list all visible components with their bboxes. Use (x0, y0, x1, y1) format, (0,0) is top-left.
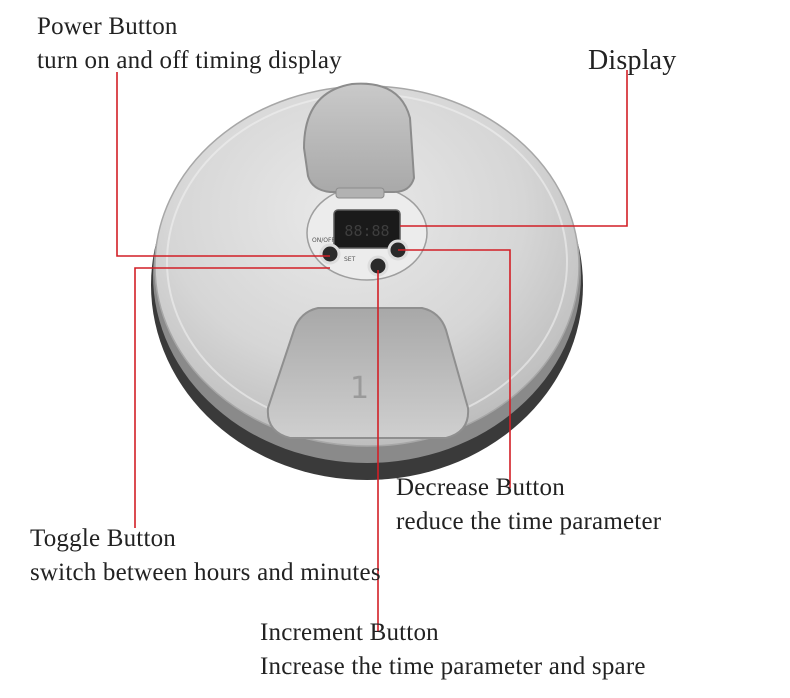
power-callout-desc: turn on and off timing display (37, 47, 342, 74)
increment-callout-desc: Increase the time parameter and spare (260, 653, 646, 680)
set-button-label: SET (344, 256, 356, 263)
power-button-label: ON/OFF (312, 237, 335, 244)
display-screen (333, 209, 401, 249)
increment-callout-title: Increment Button (260, 619, 439, 646)
power-callout-title: Power Button (37, 13, 178, 40)
decrease-callout-desc: reduce the time parameter (396, 508, 662, 535)
increment-callout: Increment Button Increase the time param… (260, 616, 646, 684)
compartment-number: 1 (350, 371, 369, 406)
decrease-callout-title: Decrease Button (396, 474, 565, 501)
toggle-callout-title: Toggle Button (30, 525, 176, 552)
increment-button[interactable] (367, 255, 389, 277)
decrease-callout: Decrease Button reduce the time paramete… (396, 471, 661, 539)
display-callout: Display (588, 44, 677, 78)
decrease-button[interactable] (387, 239, 409, 261)
toggle-callout-desc: switch between hours and minutes (30, 559, 381, 586)
lid-hinge (335, 187, 385, 199)
display-callout-title: Display (588, 45, 677, 76)
display-lid (302, 82, 416, 193)
display-readout: 88:88 (344, 222, 389, 240)
power-button[interactable] (319, 243, 341, 265)
toggle-callout: Toggle Button switch between hours and m… (30, 522, 381, 590)
power-callout: Power Button turn on and off timing disp… (37, 10, 342, 78)
